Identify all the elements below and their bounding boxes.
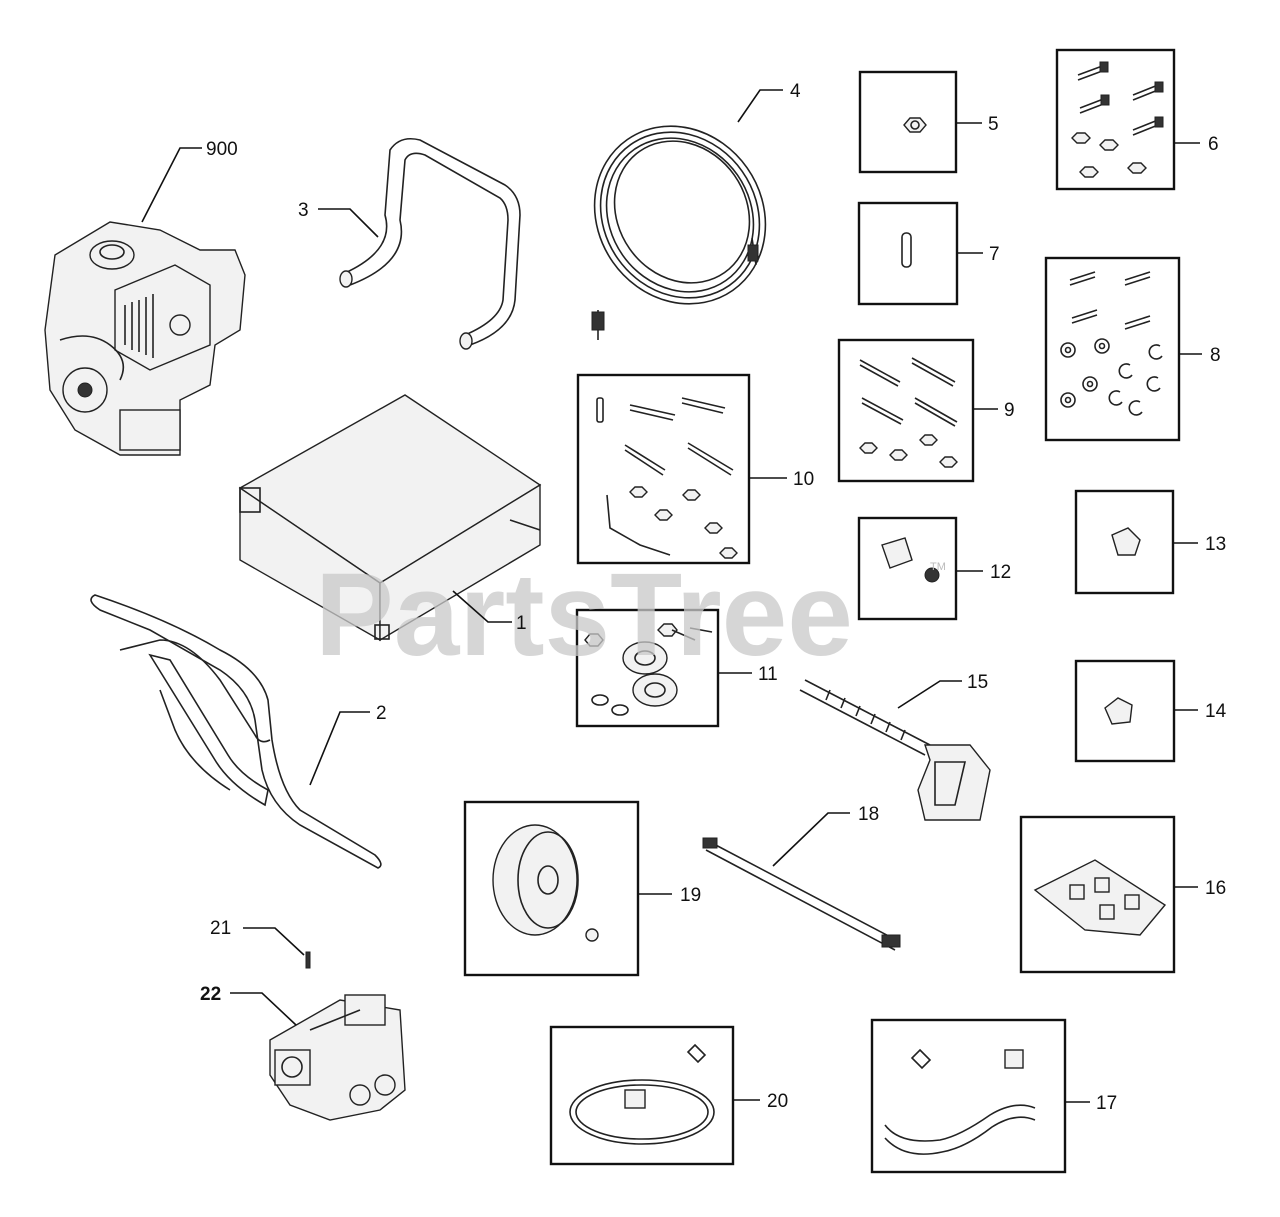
part-15-spray-gun[interactable] bbox=[799, 679, 991, 821]
callout-10: 10 bbox=[793, 469, 814, 490]
part-12-box[interactable] bbox=[857, 516, 958, 621]
callout-labels: 900 3 4 5 6 7 8 9 10 1 2 11 12 13 14 15 … bbox=[200, 81, 1227, 1114]
part-14-box[interactable] bbox=[1074, 659, 1176, 763]
callout-19: 19 bbox=[680, 885, 701, 906]
callout-20: 20 bbox=[767, 1091, 788, 1112]
part-22-pump[interactable] bbox=[269, 994, 406, 1121]
callout-900: 900 bbox=[206, 139, 238, 160]
part-2-frame[interactable] bbox=[90, 594, 382, 869]
callout-2: 2 bbox=[376, 703, 387, 724]
part-9-box[interactable] bbox=[837, 338, 975, 483]
part-3-handle[interactable] bbox=[339, 137, 521, 350]
callout-11: 11 bbox=[758, 664, 778, 685]
callout-7: 7 bbox=[989, 244, 1000, 265]
part-16-box[interactable] bbox=[1019, 815, 1176, 974]
part-8-box[interactable] bbox=[1044, 256, 1181, 442]
part-21[interactable] bbox=[305, 951, 311, 969]
callout-5: 5 bbox=[988, 114, 999, 135]
part-6-box[interactable] bbox=[1055, 48, 1176, 191]
callout-13: 13 bbox=[1205, 534, 1226, 555]
watermark: PartsTree TM bbox=[315, 549, 946, 681]
callout-4: 4 bbox=[790, 81, 801, 102]
part-4-hose[interactable] bbox=[560, 93, 800, 340]
watermark-text: PartsTree bbox=[315, 549, 853, 681]
leader-lines bbox=[141, 89, 1202, 1103]
callout-14: 14 bbox=[1205, 701, 1227, 722]
watermark-trademark: TM bbox=[930, 561, 946, 573]
callout-17: 17 bbox=[1096, 1093, 1117, 1114]
part-1-base[interactable] bbox=[238, 394, 542, 642]
part-10-box[interactable] bbox=[576, 373, 751, 565]
part-19-box[interactable] bbox=[463, 800, 640, 977]
part-18-wand[interactable] bbox=[702, 837, 901, 951]
part-11-box[interactable] bbox=[575, 608, 720, 728]
part-13-box[interactable] bbox=[1074, 489, 1175, 595]
part-900-engine[interactable] bbox=[44, 221, 246, 456]
callout-12: 12 bbox=[990, 562, 1011, 583]
callout-3: 3 bbox=[298, 200, 309, 221]
callout-16: 16 bbox=[1205, 878, 1226, 899]
part-20-box[interactable] bbox=[549, 1025, 735, 1166]
part-17-box[interactable] bbox=[870, 1018, 1067, 1174]
callout-9: 9 bbox=[1004, 400, 1015, 421]
callout-1: 1 bbox=[516, 613, 527, 634]
part-5-box[interactable] bbox=[858, 70, 958, 174]
callout-8: 8 bbox=[1210, 345, 1221, 366]
callout-15: 15 bbox=[967, 672, 988, 693]
callout-18: 18 bbox=[858, 804, 879, 825]
callout-6: 6 bbox=[1208, 134, 1219, 155]
callout-22: 22 bbox=[200, 984, 221, 1005]
callout-21: 21 bbox=[210, 918, 231, 939]
part-7-box[interactable] bbox=[857, 201, 959, 306]
